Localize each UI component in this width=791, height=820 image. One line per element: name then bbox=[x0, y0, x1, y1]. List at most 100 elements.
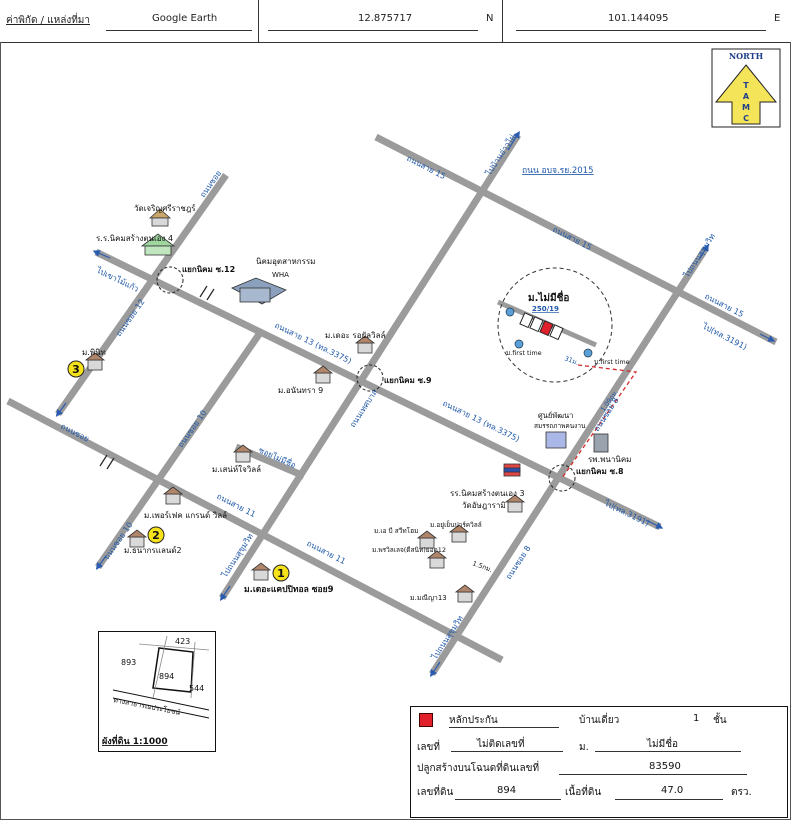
arrow-soi12-south bbox=[55, 402, 67, 417]
house-icon-phon bbox=[426, 550, 448, 569]
label-wat: วัดอัษฎารามิ bbox=[462, 501, 506, 510]
label-aboj: ถนน อบจ.รย.2015 bbox=[522, 166, 594, 176]
plot-title: ผังที่ดิน 1:1000 bbox=[102, 734, 168, 747]
marker-2-text: 2 bbox=[152, 529, 160, 542]
north-word: NORTH bbox=[729, 51, 764, 61]
label-manee: ม.มณีญา13 bbox=[410, 594, 447, 602]
plot-line-left bbox=[152, 635, 168, 699]
arrow-south-left bbox=[220, 585, 231, 601]
arrow-south-right bbox=[430, 661, 441, 677]
moo-underline bbox=[595, 751, 741, 752]
label-dist1: 31ม. bbox=[563, 354, 579, 367]
house-icon-wat bbox=[504, 494, 526, 513]
house-type: บ้านเดี่ยว bbox=[579, 715, 620, 726]
house-icon-ee bbox=[416, 530, 438, 549]
house-icon-yu bbox=[448, 524, 470, 543]
plot-4 bbox=[549, 324, 564, 341]
hospital-icon bbox=[593, 433, 609, 453]
plot-894: 894 bbox=[159, 672, 174, 681]
marker-1-text: 1 bbox=[277, 567, 285, 580]
plot-544: 544 bbox=[189, 684, 204, 693]
moo-label: ม. bbox=[579, 742, 589, 753]
arrow-to-map bbox=[507, 130, 520, 151]
house-icon-thanakorn bbox=[126, 529, 148, 548]
label-theroyal: ม.เดอะ รอยัลวิลล์ bbox=[325, 330, 385, 340]
collateral-underline bbox=[449, 727, 559, 728]
road-soi12 bbox=[55, 172, 229, 417]
road-15 bbox=[374, 133, 778, 346]
longitude-value: 101.144095 bbox=[608, 13, 669, 24]
junction-circles bbox=[156, 266, 576, 492]
area-value: 47.0 bbox=[661, 785, 684, 796]
break-mark-4 bbox=[106, 457, 115, 470]
break-mark-1 bbox=[199, 285, 208, 298]
label-to-map: ไปบ้านอ่าวไผ่ bbox=[484, 133, 518, 178]
plot-1 bbox=[519, 312, 534, 329]
label-junction8: แยกนิคม ซ.8 bbox=[576, 467, 624, 476]
plot-road-line-1 bbox=[112, 689, 210, 711]
label-to-3191b: ไป(ทล.3191) bbox=[602, 498, 650, 528]
shield-icon-3 bbox=[583, 348, 593, 358]
north-letter-a: A bbox=[743, 92, 750, 101]
shield-icons bbox=[505, 307, 593, 358]
arrow-ne bbox=[699, 243, 709, 259]
marker-3-text: 3 bbox=[72, 363, 80, 376]
number-underline bbox=[451, 751, 563, 752]
deed-underline bbox=[559, 774, 747, 775]
house-icon-anan bbox=[312, 365, 334, 384]
header-cell-latitude: 12.875717 N bbox=[258, 0, 503, 42]
area-unit: ตรว. bbox=[731, 787, 752, 798]
floors-unit: ชั้น bbox=[713, 715, 727, 726]
label-pinit: ม.พินิท bbox=[82, 348, 106, 357]
floors-value: 1 bbox=[693, 713, 700, 724]
moo-value: ไม่มีชื่อ bbox=[647, 739, 679, 750]
plot-road-line-2 bbox=[112, 697, 210, 719]
deed-label: ปลูกสร้างบนโฉนดที่ดินเลขที่ bbox=[417, 763, 540, 774]
collateral-label: หลักประกัน bbox=[449, 715, 498, 726]
plot-road-label: ทางสาธารณประโยชน์ bbox=[113, 695, 182, 717]
junction-9-circle bbox=[356, 364, 384, 392]
house-icon-office bbox=[250, 562, 272, 581]
building-icons bbox=[84, 208, 609, 603]
house-icon-pinit bbox=[84, 352, 106, 371]
plot-line-right bbox=[190, 641, 196, 699]
plot-line-top bbox=[138, 643, 210, 651]
header-cell-source: ค่าพิกัด / แหล่งที่มา Google Earth bbox=[0, 0, 259, 42]
label-hosp: รพ.พนานิคม bbox=[588, 455, 631, 464]
road-soi10 bbox=[95, 328, 265, 569]
label-center-name: ศูนย์พัฒนา bbox=[538, 411, 573, 420]
marker-3: 3 bbox=[67, 360, 85, 378]
road-end-arrows bbox=[55, 130, 776, 677]
label-dist3: 1.5กม. bbox=[471, 559, 493, 574]
number-value: ไม่ติดเลขที่ bbox=[477, 739, 525, 750]
label-junction12: แยกนิคม ซ.12 bbox=[182, 265, 235, 274]
label-wha-name: นิคมอุตสาหกรรม bbox=[256, 257, 315, 266]
land-label: เลขที่ดิน bbox=[417, 787, 454, 798]
collateral-details: หลักประกัน บ้านเดี่ยว 1 ชั้น เลขที่ ไม่ต… bbox=[410, 706, 788, 818]
temple-icon bbox=[148, 208, 172, 227]
junction-8-circle bbox=[548, 464, 576, 492]
label-road15-right: ถนนสาย 15 bbox=[551, 225, 593, 252]
plot-diagram-canvas: 423 893 894 544 ทางสาธารณประโยชน์ ผังที่… bbox=[102, 635, 210, 747]
label-wha-code: WHA bbox=[272, 271, 289, 279]
label-perfect: ม.เพอร์เฟค แกรนด์ วิลล์ bbox=[144, 510, 227, 520]
place-labels: แยกนิคม ซ.12 แยกนิคม ซ.9 แยกนิคม ซ.8 วัด… bbox=[82, 203, 631, 602]
plot-3 bbox=[539, 320, 554, 337]
school3-flag-icon bbox=[503, 463, 521, 477]
subject-plots bbox=[519, 312, 564, 341]
plot-893: 893 bbox=[121, 658, 136, 667]
label-junction9: แยกนิคม ซ.9 bbox=[384, 376, 432, 385]
latitude-underline bbox=[268, 30, 478, 31]
subject-area-circle bbox=[497, 267, 613, 383]
label-soi10a: ถนนซอย 10 bbox=[176, 408, 208, 449]
label-saneh: ม.เสน่ห์ใจวิลล์ bbox=[212, 464, 261, 474]
road-soi8 bbox=[429, 246, 709, 676]
label-subject-no: 250/19 bbox=[532, 305, 559, 313]
land-underline bbox=[455, 799, 561, 800]
label-theoffice: ม.เดอะแคปปิทอล ซอย9 bbox=[244, 584, 334, 595]
label-school4: ร.ร.นิคมสร้างตนเอง 4 bbox=[96, 234, 173, 243]
source-value: Google Earth bbox=[152, 13, 218, 24]
label-soi12: ถนนซอย 12 bbox=[114, 297, 146, 338]
longitude-unit: E bbox=[774, 13, 781, 24]
